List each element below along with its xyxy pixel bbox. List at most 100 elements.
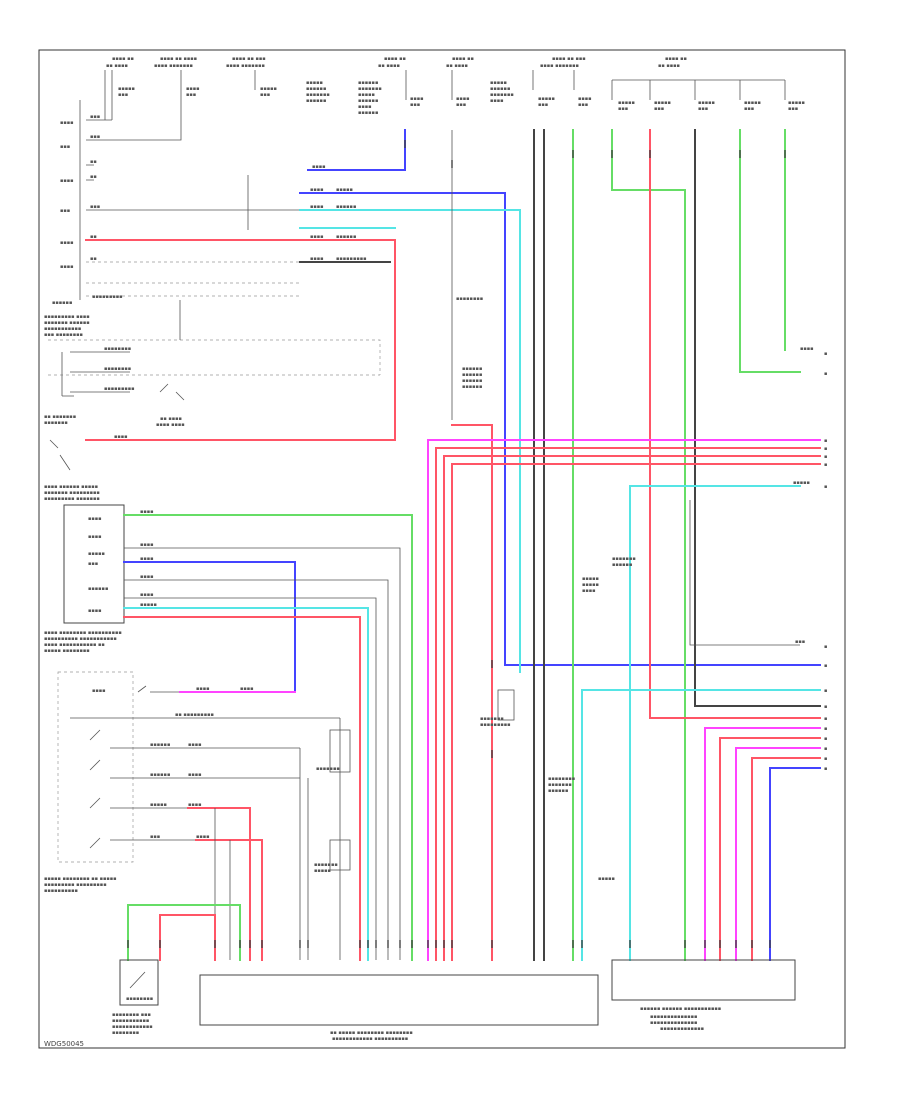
- svg-text:▪▪ ▪▪▪▪: ▪▪ ▪▪▪▪: [658, 63, 680, 69]
- svg-text:▪▪▪▪▪: ▪▪▪▪▪: [490, 80, 507, 86]
- svg-text:▪▪▪▪▪▪: ▪▪▪▪▪▪: [336, 204, 356, 210]
- svg-text:▪▪ ▪▪▪▪▪ ▪▪▪▪▪▪▪▪ ▪▪▪▪▪▪▪▪: ▪▪ ▪▪▪▪▪ ▪▪▪▪▪▪▪▪ ▪▪▪▪▪▪▪▪: [330, 1030, 413, 1036]
- svg-text:▪▪▪▪▪▪▪▪▪ ▪▪▪▪▪▪▪: ▪▪▪▪▪▪▪▪▪ ▪▪▪▪▪▪▪: [44, 496, 100, 502]
- svg-text:▪: ▪: [824, 704, 827, 710]
- svg-text:▪▪▪▪: ▪▪▪▪: [140, 556, 154, 562]
- svg-text:▪▪▪▪▪▪: ▪▪▪▪▪▪: [358, 110, 378, 116]
- svg-text:▪▪▪▪ ▪▪▪▪▪▪▪: ▪▪▪▪ ▪▪▪▪▪▪▪: [540, 63, 579, 69]
- svg-text:▪▪▪▪▪ ▪▪▪▪▪▪▪▪ ▪▪ ▪▪▪▪▪: ▪▪▪▪▪ ▪▪▪▪▪▪▪▪ ▪▪ ▪▪▪▪▪: [44, 876, 117, 882]
- svg-text:▪▪▪: ▪▪▪: [618, 106, 628, 112]
- svg-text:▪▪▪▪▪▪▪: ▪▪▪▪▪▪▪: [612, 556, 636, 562]
- svg-text:▪▪▪▪▪▪▪▪▪▪▪: ▪▪▪▪▪▪▪▪▪▪▪: [44, 326, 81, 332]
- svg-text:▪▪▪▪▪▪▪▪: ▪▪▪▪▪▪▪▪: [104, 346, 131, 352]
- diagram-code: WDG50045: [44, 1040, 84, 1048]
- main-controller: ▪▪ ▪▪▪▪▪ ▪▪▪▪▪▪▪▪ ▪▪▪▪▪▪▪▪ ▪▪▪▪▪▪▪▪▪▪▪▪ …: [199, 974, 599, 1042]
- svg-text:▪▪▪▪▪: ▪▪▪▪▪: [582, 582, 599, 588]
- svg-text:▪▪▪▪ ▪▪: ▪▪▪▪ ▪▪: [112, 56, 134, 62]
- svg-text:▪▪▪▪▪▪▪▪▪: ▪▪▪▪▪▪▪▪▪: [92, 294, 123, 300]
- svg-text:▪▪▪▪▪: ▪▪▪▪▪: [336, 187, 353, 193]
- connector-ticks: [127, 140, 786, 948]
- svg-text:▪▪▪▪▪: ▪▪▪▪▪: [654, 100, 671, 106]
- svg-text:▪▪▪▪: ▪▪▪▪: [140, 542, 154, 548]
- svg-text:▪▪▪: ▪▪▪: [456, 102, 466, 108]
- svg-text:▪: ▪: [824, 446, 827, 452]
- svg-text:▪▪▪▪▪ ▪▪▪▪▪▪▪▪: ▪▪▪▪▪ ▪▪▪▪▪▪▪▪: [44, 648, 90, 654]
- svg-text:▪▪▪▪: ▪▪▪▪: [60, 240, 74, 246]
- svg-text:▪▪▪▪: ▪▪▪▪: [310, 204, 324, 210]
- svg-text:▪: ▪: [824, 756, 827, 762]
- svg-text:▪▪▪▪▪▪: ▪▪▪▪▪▪: [88, 586, 108, 592]
- svg-text:▪▪▪: ▪▪▪: [410, 102, 420, 108]
- svg-text:▪▪▪▪▪▪▪: ▪▪▪▪▪▪▪: [548, 782, 572, 788]
- svg-text:▪▪▪▪▪▪▪ ▪▪▪▪▪▪▪▪▪: ▪▪▪▪▪▪▪ ▪▪▪▪▪▪▪▪▪: [44, 490, 100, 496]
- svg-text:▪▪: ▪▪: [90, 256, 97, 262]
- svg-text:▪▪▪▪▪: ▪▪▪▪▪: [118, 86, 135, 92]
- svg-text:▪▪▪▪ ▪▪: ▪▪▪▪ ▪▪: [665, 56, 687, 62]
- svg-text:▪▪▪▪ ▪▪▪▪▪▪ ▪▪▪▪▪: ▪▪▪▪ ▪▪▪▪▪▪ ▪▪▪▪▪: [44, 484, 98, 490]
- svg-text:▪▪: ▪▪: [90, 174, 97, 180]
- svg-text:▪▪: ▪▪: [90, 159, 97, 165]
- svg-text:▪▪▪▪: ▪▪▪▪: [310, 256, 324, 262]
- svg-text:▪▪▪▪: ▪▪▪▪: [60, 264, 74, 270]
- svg-text:▪: ▪: [824, 688, 827, 694]
- svg-text:▪▪▪▪▪▪: ▪▪▪▪▪▪: [336, 234, 356, 240]
- svg-text:▪▪▪▪▪▪: ▪▪▪▪▪▪: [150, 742, 170, 748]
- svg-text:▪▪▪▪▪▪▪▪▪▪▪▪ ▪▪▪▪▪▪▪▪▪▪: ▪▪▪▪▪▪▪▪▪▪▪▪ ▪▪▪▪▪▪▪▪▪▪: [332, 1036, 408, 1042]
- svg-text:▪▪▪▪: ▪▪▪▪: [310, 187, 324, 193]
- svg-text:▪▪▪▪: ▪▪▪▪: [88, 608, 102, 614]
- svg-text:▪▪▪▪▪▪: ▪▪▪▪▪▪: [462, 384, 482, 390]
- left-middle-module: ▪▪▪▪ ▪▪▪▪▪▪ ▪▪▪▪▪ ▪▪▪▪▪▪▪ ▪▪▪▪▪▪▪▪▪ ▪▪▪▪…: [44, 484, 413, 961]
- svg-text:▪▪▪▪: ▪▪▪▪: [140, 509, 154, 515]
- svg-text:▪▪▪▪▪▪: ▪▪▪▪▪▪: [150, 772, 170, 778]
- diagram-frame: [38, 49, 846, 1049]
- left-module-top: ▪▪▪▪ ▪▪▪ ▪▪▪▪ ▪▪▪ ▪▪▪▪ ▪▪▪▪ ▪▪▪▪▪▪ ▪▪▪▪▪…: [52, 100, 300, 306]
- svg-text:▪▪▪▪▪▪▪▪▪▪▪▪▪▪: ▪▪▪▪▪▪▪▪▪▪▪▪▪▪: [650, 1014, 697, 1020]
- right-controller: ▪▪▪▪▪▪ ▪▪▪▪▪▪ ▪▪▪▪▪▪▪▪▪▪▪ ▪▪▪▪▪▪▪▪▪▪▪▪▪▪…: [611, 959, 796, 1032]
- svg-text:▪▪▪: ▪▪▪: [60, 144, 70, 150]
- svg-text:▪▪▪▪▪▪: ▪▪▪▪▪▪: [490, 86, 510, 92]
- svg-text:▪▪▪▪▪▪▪▪▪ ▪▪▪▪: ▪▪▪▪▪▪▪▪▪ ▪▪▪▪: [44, 314, 90, 320]
- right-terminals: ▪▪ ▪▪▪▪ ▪▪ ▪▪ ▪▪ ▪▪ ▪▪▪: [824, 351, 827, 772]
- lower-left-wires: ▪▪▪▪▪▪▪▪ ▪▪▪▪▪▪▪▪ ▪▪▪ ▪▪▪▪▪▪▪▪▪▪▪ ▪▪▪▪▪▪…: [112, 904, 241, 1036]
- svg-text:▪▪▪▪▪: ▪▪▪▪▪: [150, 802, 167, 808]
- svg-text:▪▪▪: ▪▪▪: [744, 106, 754, 112]
- mid-labels: ▪▪▪▪▪▪▪▪▪▪▪▪▪▪▪▪ ▪▪▪▪▪▪▪▪▪▪▪▪▪▪▪ ▪▪▪▪▪▪ …: [480, 689, 615, 882]
- svg-text:▪▪▪▪▪▪▪▪▪: ▪▪▪▪▪▪▪▪▪: [104, 386, 135, 392]
- svg-text:▪▪ ▪▪▪▪▪▪▪▪▪: ▪▪ ▪▪▪▪▪▪▪▪▪: [175, 712, 214, 718]
- svg-text:▪: ▪: [824, 726, 827, 732]
- svg-text:▪▪▪▪▪▪▪▪ ▪▪▪: ▪▪▪▪▪▪▪▪ ▪▪▪: [112, 1012, 151, 1018]
- svg-text:▪▪▪: ▪▪▪: [118, 92, 128, 98]
- svg-text:▪▪▪▪▪▪▪: ▪▪▪▪▪▪▪: [358, 86, 382, 92]
- svg-text:▪▪▪▪: ▪▪▪▪: [60, 120, 74, 126]
- svg-text:▪▪ ▪▪▪▪▪▪▪: ▪▪ ▪▪▪▪▪▪▪: [44, 414, 76, 420]
- svg-text:▪▪: ▪▪: [90, 234, 97, 240]
- svg-text:▪▪▪▪▪▪: ▪▪▪▪▪▪: [358, 80, 378, 86]
- svg-text:▪: ▪: [824, 766, 827, 772]
- svg-text:▪▪ ▪▪▪▪: ▪▪ ▪▪▪▪: [106, 63, 128, 69]
- svg-text:▪▪▪▪▪▪▪▪: ▪▪▪▪▪▪▪▪: [104, 366, 131, 372]
- svg-text:▪▪▪▪▪: ▪▪▪▪▪: [314, 868, 331, 874]
- svg-text:▪▪▪▪▪▪▪▪▪ ▪▪▪▪▪▪▪▪▪: ▪▪▪▪▪▪▪▪▪ ▪▪▪▪▪▪▪▪▪: [44, 882, 107, 888]
- svg-text:▪▪▪▪: ▪▪▪▪: [456, 96, 470, 102]
- svg-text:▪▪▪▪: ▪▪▪▪: [310, 234, 324, 240]
- svg-text:▪▪▪▪▪: ▪▪▪▪▪: [260, 86, 277, 92]
- svg-text:▪▪▪▪▪: ▪▪▪▪▪: [598, 876, 615, 882]
- svg-text:▪▪▪▪▪▪▪▪▪: ▪▪▪▪▪▪▪▪▪: [336, 256, 367, 262]
- svg-text:▪▪▪▪: ▪▪▪▪: [800, 346, 814, 352]
- svg-text:▪: ▪: [824, 716, 827, 722]
- svg-text:▪▪▪▪ ▪▪▪▪▪▪▪: ▪▪▪▪ ▪▪▪▪▪▪▪: [154, 63, 193, 69]
- svg-text:▪▪▪▪▪▪▪▪▪: ▪▪▪▪▪▪▪▪▪: [480, 722, 511, 728]
- svg-text:▪▪▪▪▪▪: ▪▪▪▪▪▪: [548, 788, 568, 794]
- svg-text:▪▪▪▪: ▪▪▪▪: [358, 104, 372, 110]
- svg-text:▪: ▪: [824, 351, 827, 357]
- svg-text:▪▪▪▪: ▪▪▪▪: [88, 516, 102, 522]
- svg-text:▪▪▪▪▪▪▪▪▪▪▪▪: ▪▪▪▪▪▪▪▪▪▪▪▪: [112, 1024, 153, 1030]
- svg-text:▪▪▪: ▪▪▪: [90, 204, 100, 210]
- switch-cluster: ▪▪▪▪ ▪▪ ▪▪▪▪▪▪▪▪▪ ▪▪▪▪▪▪▪▪▪▪ ▪▪▪▪▪▪▪▪▪▪ …: [44, 671, 351, 961]
- svg-text:▪▪▪▪▪▪▪: ▪▪▪▪▪▪▪: [314, 862, 338, 868]
- svg-text:▪▪▪▪▪: ▪▪▪▪▪: [358, 92, 375, 98]
- svg-text:▪▪▪: ▪▪▪: [90, 134, 100, 140]
- svg-text:▪▪▪ ▪▪▪▪▪▪▪▪: ▪▪▪ ▪▪▪▪▪▪▪▪: [44, 332, 83, 338]
- svg-text:▪▪▪▪▪: ▪▪▪▪▪: [793, 480, 810, 486]
- svg-text:▪: ▪: [824, 746, 827, 752]
